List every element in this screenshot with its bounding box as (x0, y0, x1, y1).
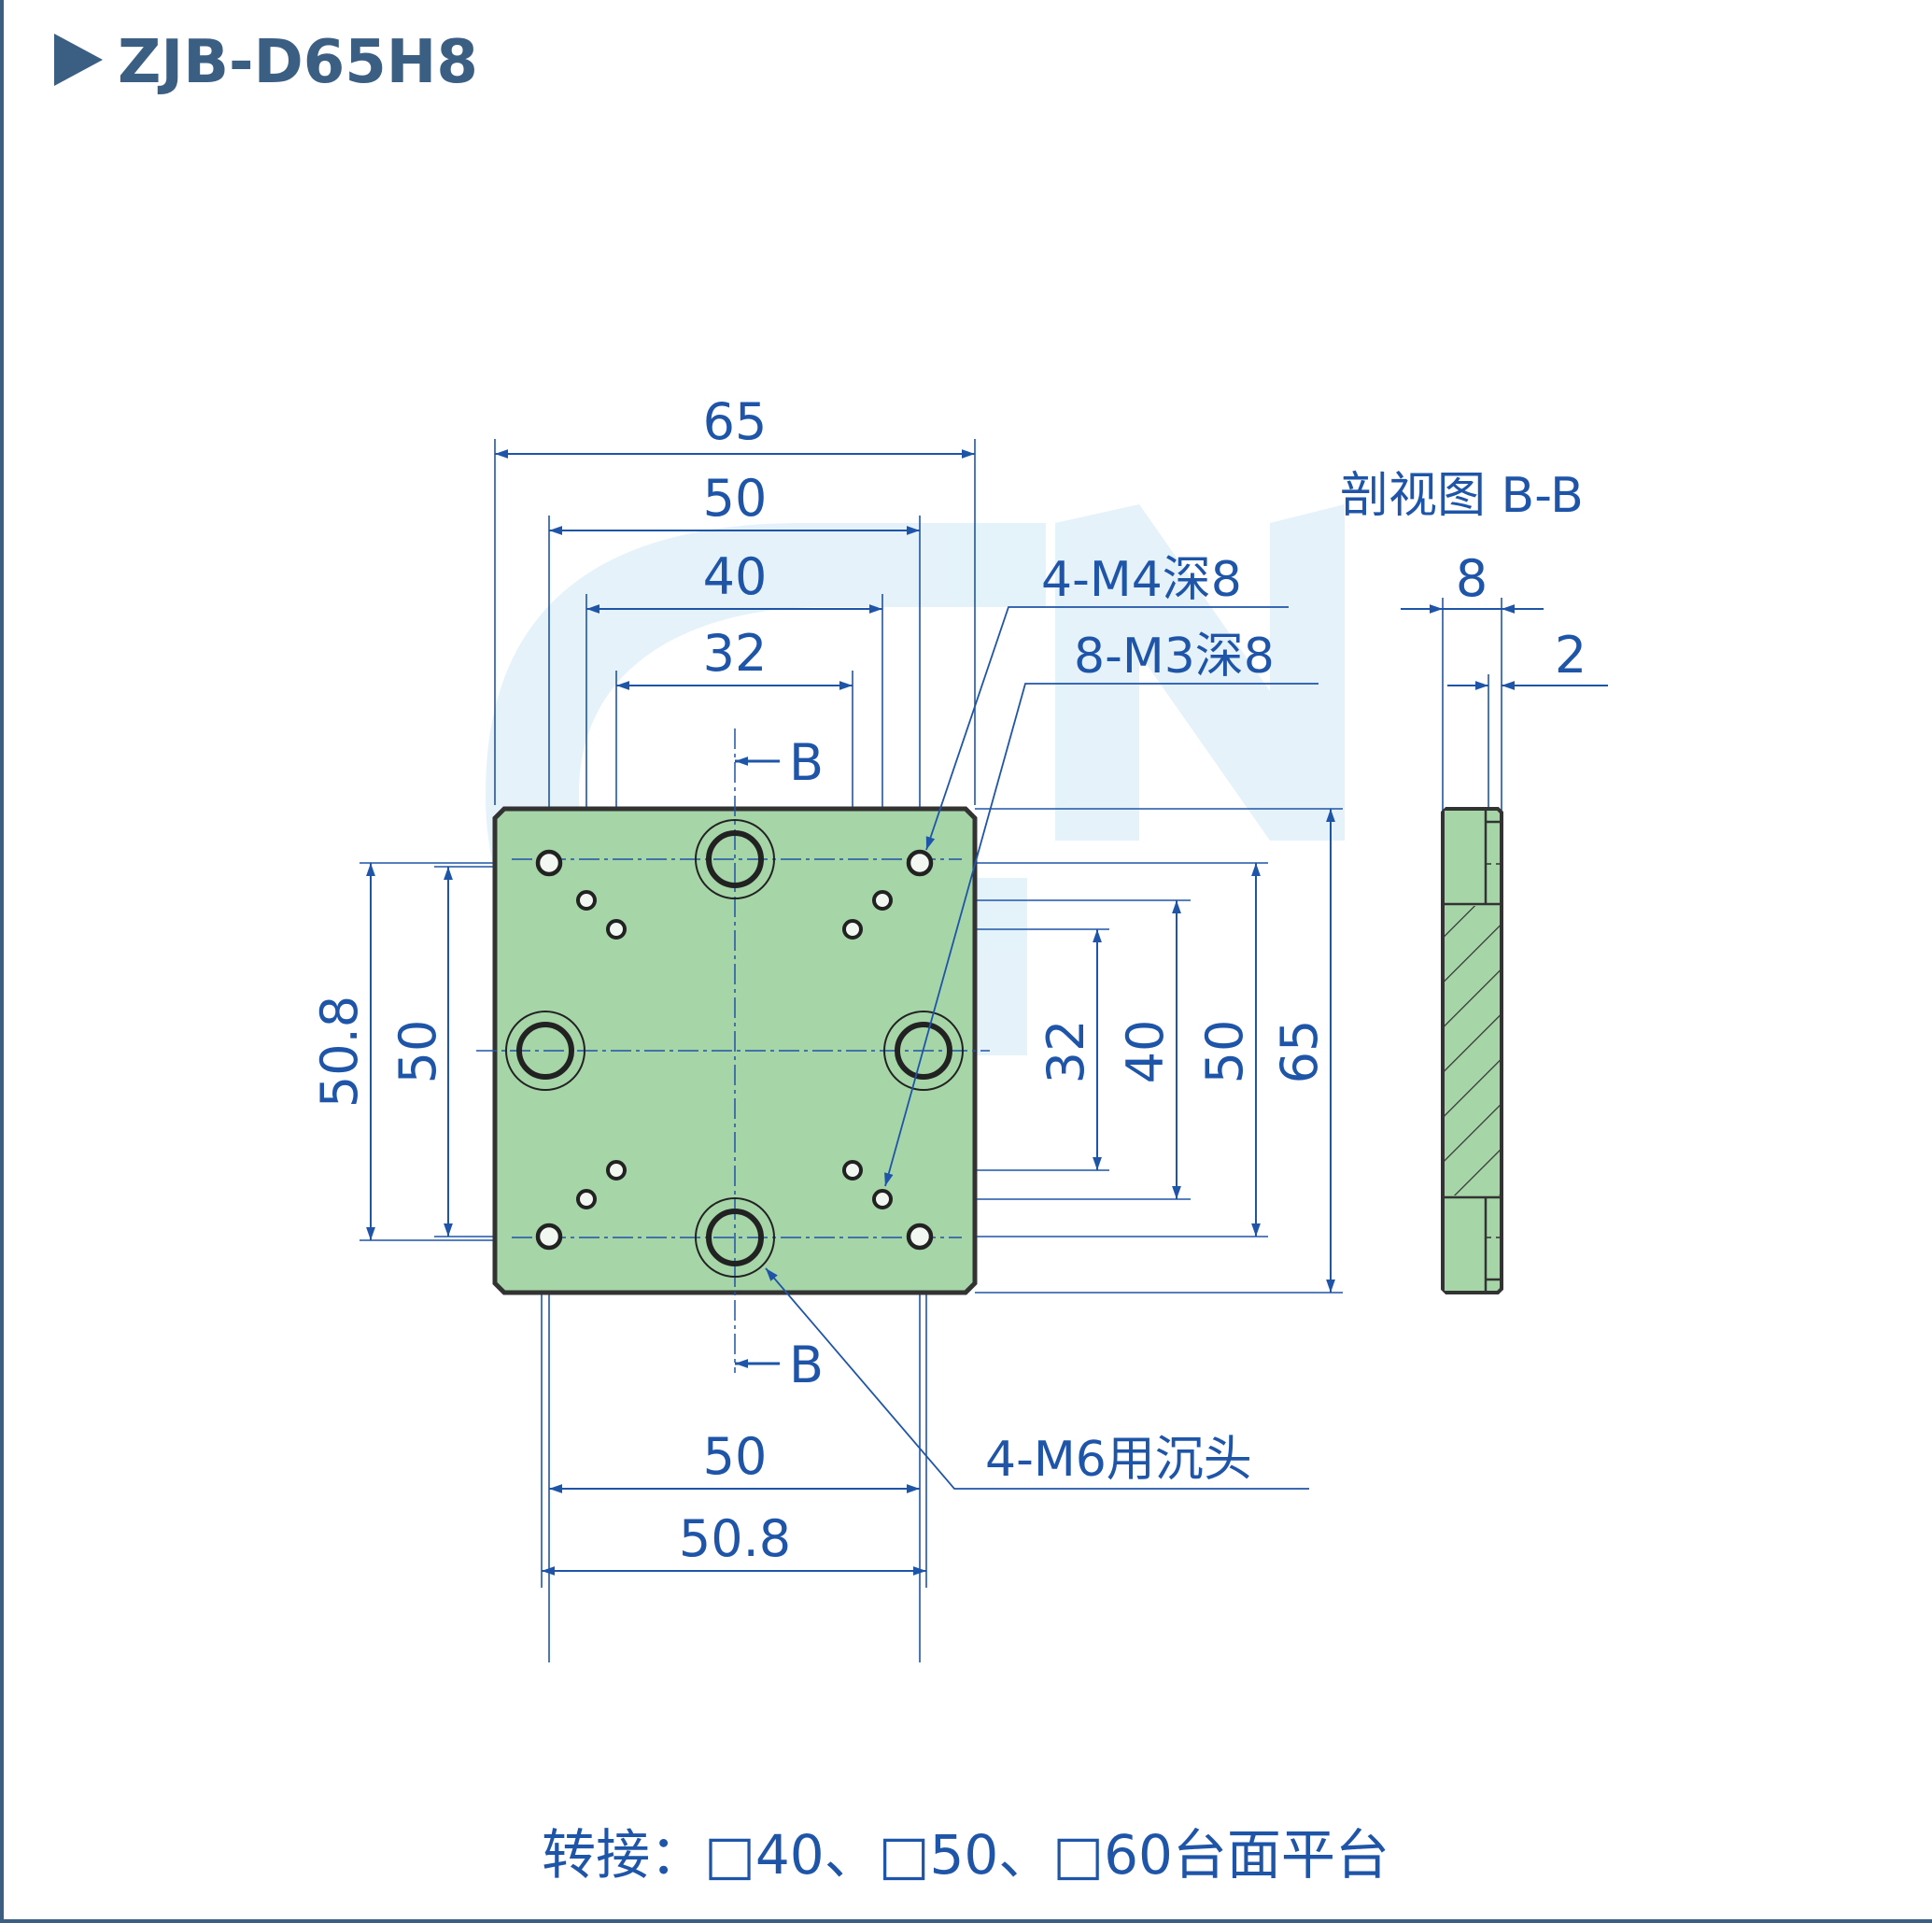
m3-threaded-holes (576, 890, 893, 1209)
section-view: 剖视图 B-B 8 2 (1340, 468, 1608, 1294)
dim-m6-spacing-top: 50 (703, 469, 768, 528)
m3-hole (576, 1189, 597, 1209)
m3-hole (606, 1160, 627, 1181)
m4-hole (535, 849, 563, 877)
dim-m3-spacing-top: 32 (703, 624, 768, 683)
section-counterbore-dim: 2 (1555, 626, 1586, 685)
dim-overall-height: 65 (1270, 1020, 1329, 1084)
m4-hole (906, 1223, 934, 1251)
m3-hole (872, 890, 893, 911)
m4-threaded-holes (535, 849, 934, 1251)
m3-hole (842, 1160, 863, 1181)
callout-m6: 4-M6用沉头 (765, 1267, 1309, 1490)
title-triangle-icon (54, 34, 103, 86)
m6-counterbore-holes (505, 819, 964, 1278)
dim-right-m4: 40 (1116, 1020, 1175, 1084)
dim-m4-spacing-bottom: 50.8 (679, 1509, 791, 1568)
m4-hole (535, 1223, 563, 1251)
m6-hole-bottom (695, 1197, 775, 1278)
section-marker-top: B (789, 733, 824, 792)
top-view: 65 50 40 32 50 50.8 50.8 50 32 40 50 65 … (310, 392, 1343, 1662)
callout-m6-label: 4-M6用沉头 (985, 1432, 1252, 1488)
callouts: 4-M4深8 8-M3深8 4-M6用沉头 (765, 552, 1319, 1490)
m3-hole (872, 1189, 893, 1209)
dim-right-m3: 32 (1037, 1020, 1095, 1084)
section-body (1441, 807, 1503, 1294)
m4-hole (906, 849, 934, 877)
callout-m3-label: 8-M3深8 (1074, 629, 1275, 685)
dimension-lines (366, 449, 1335, 1576)
dim-left-inner: 50 (388, 1020, 447, 1084)
dim-right-m6: 50 (1195, 1020, 1254, 1084)
m3-hole (606, 919, 627, 940)
m6-hole-top (695, 819, 775, 899)
header: ZJB-D65H8 (54, 28, 478, 97)
m6-hole-left (505, 1011, 585, 1091)
section-marker-bottom: B (789, 1336, 824, 1394)
page-title: ZJB-D65H8 (118, 28, 478, 97)
section-view-title: 剖视图 B-B (1340, 468, 1584, 524)
section-thickness-dim: 8 (1456, 549, 1488, 608)
m3-hole (842, 919, 863, 940)
dimension-values: 65 50 40 32 50 50.8 50.8 50 32 40 50 65 (310, 392, 1329, 1568)
m3-hole (576, 890, 597, 911)
callout-m3: 8-M3深8 (884, 629, 1319, 1187)
dim-m6-spacing-bottom: 50 (703, 1427, 768, 1486)
section-markers: B B (735, 733, 824, 1394)
dim-overall-width: 65 (703, 392, 768, 451)
m6-hole-right (883, 1011, 964, 1091)
callout-m4-label: 4-M4深8 (1041, 552, 1242, 608)
callout-m4: 4-M4深8 (925, 552, 1289, 851)
footer-note: 转接：□40、□50、□60台面平台 (542, 1823, 1389, 1887)
dim-m4-spacing-top: 40 (703, 547, 768, 606)
dim-left-outer: 50.8 (310, 996, 369, 1108)
